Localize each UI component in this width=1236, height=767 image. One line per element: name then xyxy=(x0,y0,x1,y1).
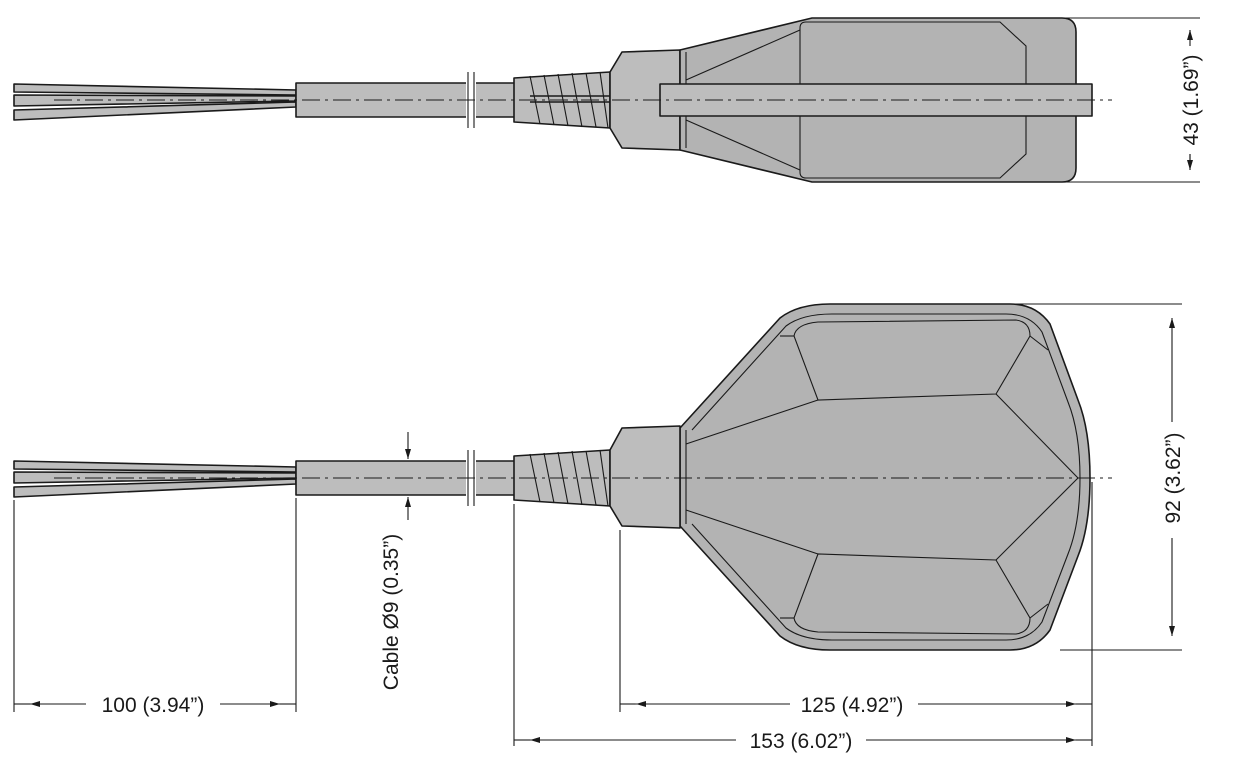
top-height-dimension: 92 (3.62”) xyxy=(1000,303,1185,651)
body-length-dimension: 125 (4.92”) xyxy=(620,694,1092,717)
side-height-dimension: 43 (1.69”) xyxy=(1000,17,1203,183)
wire-length-dimension: 100 (3.94”) xyxy=(14,694,296,717)
overall-length-dimension: 153 (6.02”) xyxy=(514,730,1092,753)
overall-length-label: 153 (6.02”) xyxy=(750,730,853,753)
wire-length-label: 100 (3.94”) xyxy=(102,694,205,717)
top-float-body xyxy=(679,303,1091,651)
top-height-label: 92 (3.62”) xyxy=(1162,432,1185,523)
side-view: 43 (1.69”) xyxy=(13,17,1203,183)
body-length-label: 125 (4.92”) xyxy=(801,694,904,717)
cable-diameter-label: Cable Ø9 (0.35”) xyxy=(380,534,403,690)
top-view: 92 (3.62”) Cable Ø9 (0.35”) 100 (3.94”) xyxy=(13,303,1185,753)
side-height-label: 43 (1.69”) xyxy=(1180,54,1203,145)
top-collar xyxy=(609,425,681,529)
side-wire-leads xyxy=(13,83,297,121)
cable-diameter-dimension: Cable Ø9 (0.35”) xyxy=(380,432,411,690)
top-wire-leads xyxy=(13,460,297,498)
